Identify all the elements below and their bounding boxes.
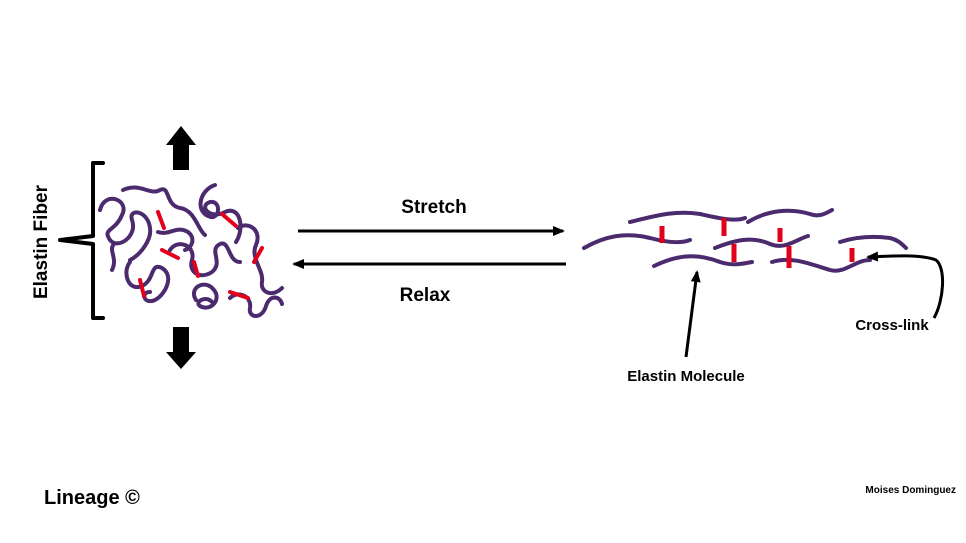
relaxed-fiber — [98, 183, 284, 318]
stretched-crosslinks — [659, 218, 855, 268]
fiber-bracket — [58, 161, 105, 320]
brand-label: Lineage © — [44, 487, 140, 509]
elastin-molecule-label: Elastin Molecule — [627, 368, 745, 385]
relaxed-crosslinks — [138, 210, 264, 300]
stretched-fiber — [582, 208, 908, 273]
elastin-molecule-pointer — [684, 270, 701, 358]
stretch-label: Stretch — [401, 197, 466, 218]
cross-link-pointer — [866, 251, 945, 319]
author-label: Moises Dominguez — [865, 485, 956, 496]
down-arrow-icon — [166, 327, 196, 369]
up-arrow-icon — [166, 126, 196, 170]
elastin-fiber-label: Elastin Fiber — [31, 184, 52, 299]
relax-label: Relax — [400, 285, 451, 306]
cross-link-label: Cross-link — [855, 317, 929, 334]
